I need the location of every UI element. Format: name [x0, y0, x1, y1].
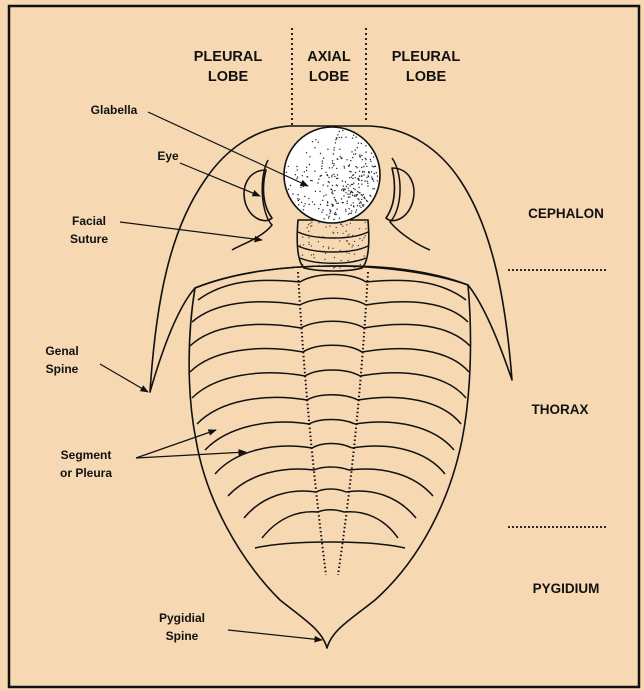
callout-pygidial-spine-line1: Pygidial [159, 611, 205, 625]
header-middle-line2: LOBE [309, 69, 350, 85]
callout-facial-suture-line2: Suture [70, 232, 108, 246]
callout-genal-spine-line1: Genal [45, 344, 78, 358]
callout-facial-suture-line1: Facial [72, 214, 106, 228]
callout-glabella: Glabella [91, 103, 138, 117]
region-pygidium: PYGIDIUM [533, 581, 600, 596]
header-left-line1: PLEURAL [194, 49, 263, 65]
callout-segment-line2: or Pleura [60, 466, 112, 480]
callout-eye: Eye [157, 149, 179, 163]
callout-pygidial-spine-line2: Spine [166, 629, 199, 643]
header-left-line2: LOBE [208, 69, 249, 85]
header-right-line2: LOBE [406, 69, 447, 85]
callout-segment-line1: Segment [61, 448, 112, 462]
header-right-line1: PLEURAL [392, 49, 461, 65]
region-cephalon: CEPHALON [528, 206, 604, 221]
header-middle-line1: AXIAL [307, 49, 351, 65]
callout-genal-spine-line2: Spine [46, 362, 79, 376]
region-thorax: THORAX [532, 402, 589, 417]
